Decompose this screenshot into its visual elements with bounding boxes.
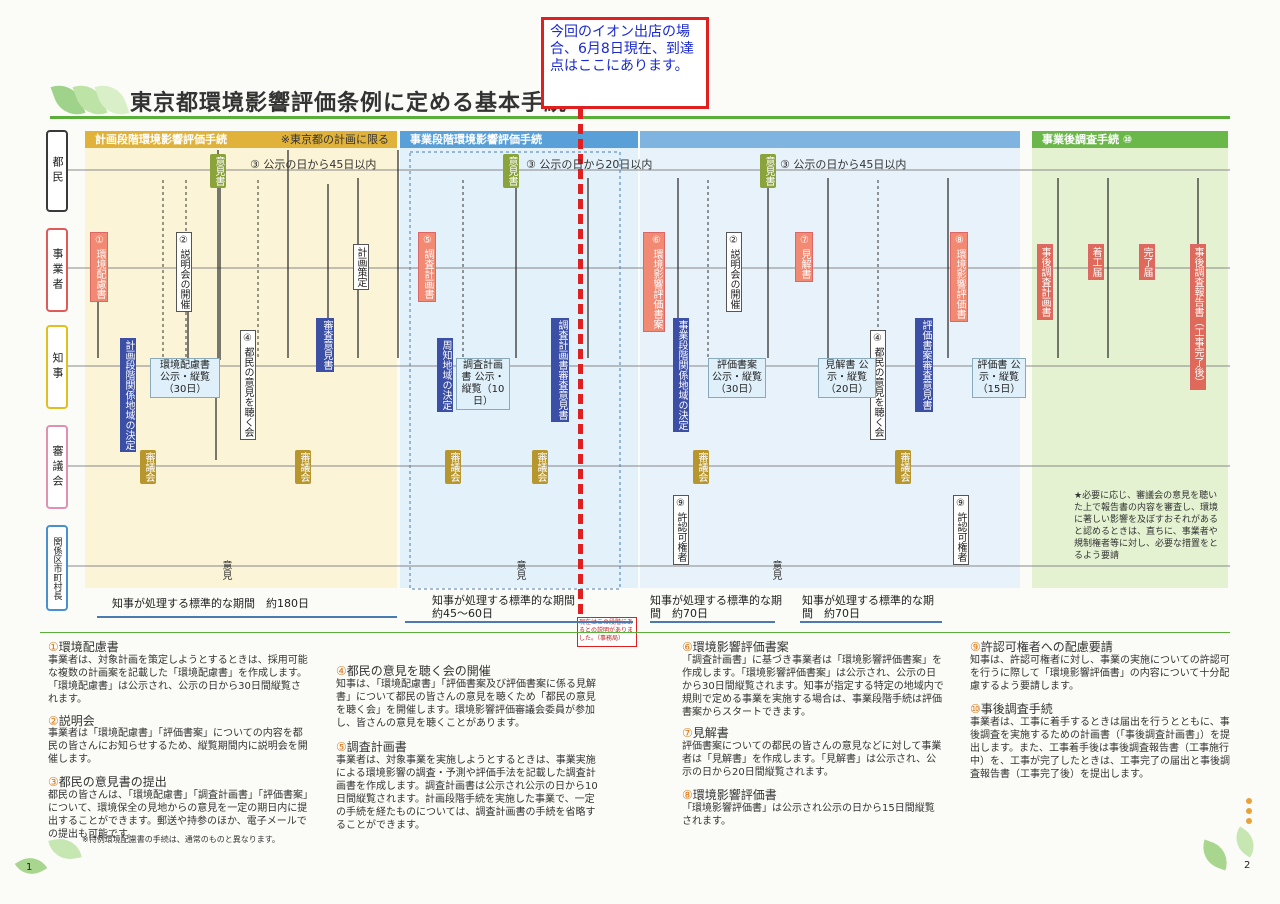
council-box-2: 審議会 xyxy=(295,450,311,484)
opinion-doc-1: 意見書 xyxy=(210,154,226,188)
section-7-title: ⑦見解書 xyxy=(682,726,729,740)
section-3-title: ③都民の意見書の提出 xyxy=(48,775,167,789)
page-number-right: 2 xyxy=(1244,860,1251,871)
footnote: ※特例環境配慮書の手続は、通常のものと異なります。 xyxy=(82,835,280,844)
phase-title-post: 事業後調査手続 xyxy=(1042,133,1119,146)
step-2b-box: ② 説明会の開催 xyxy=(726,232,742,313)
plan-decide-box: 計画策定 xyxy=(353,244,369,290)
note-assessment: 評価書 公示・縦覧（15日） xyxy=(972,358,1026,398)
blue-box-plan-area: 計画段階関係地域の決定 xyxy=(120,338,136,452)
title-leaves xyxy=(50,78,132,122)
section-10-body: 事業者は、工事に着手するときは届出を行うとともに、事後調査を実施するための計画書… xyxy=(970,717,1230,780)
page-title: 東京都環境影響評価条例に定める基本手続 xyxy=(130,91,568,116)
note-survey-plan: 調査計画書 公示・縦覧（10日） xyxy=(456,358,510,410)
public-period-3: ③ 公示の日から45日以内 xyxy=(780,158,907,171)
period-arrow-3 xyxy=(650,621,775,623)
section-6-body: 「調査計画書」に基づき事業者は「環境影響評価書案」を作成します。「環境影響評価書… xyxy=(682,655,944,718)
period-70-a: 知事が処理する標準的な期間 約70日 xyxy=(650,594,782,620)
phase-header-post: 事業後調査手続 ⑩ xyxy=(1032,131,1228,148)
blue-box-review-2: 調査計画書審査意見書 xyxy=(551,318,569,422)
section-2-body: 事業者は「環境配慮書」「評価書案」についての内容を都民の皆さんにお知らせするため… xyxy=(48,728,308,765)
leaf-right-2 xyxy=(1228,826,1262,858)
note-draft-assessment: 評価書案 公示・縦覧（30日） xyxy=(708,358,766,398)
leaf-right-1 xyxy=(1197,839,1233,871)
lane-label-council: 審議会 xyxy=(46,425,68,509)
section-3-body: 都民の皆さんは、「環境配慮書」「調査計画書」「評価書案」について、環境保全の見地… xyxy=(48,790,308,840)
blue-box-project-area: 事業段階関係地域の決定 xyxy=(673,318,689,432)
lane-lines xyxy=(68,150,1230,590)
council-box-5: 審議会 xyxy=(693,450,709,484)
period-arrow-1 xyxy=(97,616,397,618)
period-70-b: 知事が処理する標準的な期間 約70日 xyxy=(802,594,934,620)
step-2-box: ② 説明会の開催 xyxy=(176,232,192,313)
current-position-line xyxy=(578,109,583,629)
section-1-body: 事業者は、対象計画を策定しようとするときは、採用可能な複数の計画案を記載した「環… xyxy=(48,655,308,705)
section-8-body: 「環境影響評価書」は公示され公示の日から15日間縦覧されます。 xyxy=(682,803,935,827)
post-box-report: 事後調査報告書（工事完了後） xyxy=(1190,244,1206,390)
section-1-title: ①環境配慮書 xyxy=(48,640,119,654)
permit-holder-box: ⑨ 許認可権者 xyxy=(673,495,689,566)
step-8-box: ⑧ 環境影響評価書 xyxy=(950,232,968,323)
section-4-body: 知事は、「環境配慮書」「評価書案及び評価書案に係る見解書」について都民の皆さんの… xyxy=(336,679,596,729)
post-box-schedule: 事後調査計画書 xyxy=(1037,244,1053,320)
orange-dots xyxy=(1246,798,1252,824)
step-5-box: ⑤ 調査計画書 xyxy=(418,232,436,303)
blue-box-review-1: 審査意見書 xyxy=(316,318,334,372)
step-6-box: ⑥ 環境影響評価書案 xyxy=(643,232,665,333)
phase-title-project: 事業段階環境影響評価手続 xyxy=(410,133,542,146)
blue-box-review-3: 評価書案審査意見書 xyxy=(915,318,933,412)
text-divider xyxy=(40,632,1230,633)
lane-label-business: 事業者 xyxy=(46,228,68,312)
section-8-title: ⑧環境影響評価書 xyxy=(682,788,777,802)
council-box-1: 審議会 xyxy=(140,450,156,484)
blue-box-notice-area: 周知地域の決定 xyxy=(437,338,453,412)
period-arrow-2 xyxy=(405,621,633,623)
lane-label-governor: 知事 xyxy=(46,325,68,409)
section-7-body: 評価書案についての都民の皆さんの意見などに対して事業者は「見解書」を作成します。… xyxy=(682,741,942,778)
period-arrow-4 xyxy=(800,621,942,623)
opinion-doc-2: 意見書 xyxy=(503,154,519,188)
note-consideration-doc: 環境配慮書 公示・縦覧（30日） xyxy=(150,358,220,398)
phase-note-planning: ※東京都の計画に限る xyxy=(280,133,389,146)
council-box-6: 審議会 xyxy=(895,450,911,484)
step-9-box: ⑨ 許認可権者 xyxy=(953,495,969,566)
council-box-4: 審議会 xyxy=(532,450,548,484)
period-180: 知事が処理する標準的な期間 約180日 xyxy=(112,597,309,610)
note-opinion-doc: 見解書 公示・縦覧（20日） xyxy=(818,358,876,398)
section-10-title: ⑩事後調査手続 xyxy=(970,702,1053,716)
phase-header-planning: 計画段階環境影響評価手続 ※東京都の計画に限る xyxy=(85,131,397,148)
callout-box: 今回のイオン出店の場合、6月8日現在、到達点はここにあります。 xyxy=(541,17,709,109)
post-box-start: 着工届 xyxy=(1088,244,1104,280)
council-box-3: 審議会 xyxy=(445,450,461,484)
step-4-box: ④ 都民の意見を聴く会 xyxy=(240,330,256,441)
opinion-1: 意見 xyxy=(220,560,231,580)
public-period-2: ③ 公示の日から20日以内 xyxy=(526,158,653,171)
period-45-60: 知事が処理する標準的な期間 約45〜60日 xyxy=(432,594,586,620)
lane-label-municipal: 関係区市町村長 xyxy=(46,525,68,611)
public-period-1: ③ 公示の日から45日以内 xyxy=(250,158,377,171)
section-6-title: ⑥環境影響評価書案 xyxy=(682,640,789,654)
opinion-2: 意見 xyxy=(514,560,525,580)
phase-header-project-cont xyxy=(640,131,1020,148)
title-underline xyxy=(50,116,1230,119)
step-7-box: ⑦ 見解書 xyxy=(795,232,813,283)
opinion-doc-3: 意見書 xyxy=(760,154,776,188)
step-1-box: ① 環境配慮書 xyxy=(90,232,108,303)
lane-label-citizens: 都民 xyxy=(46,130,68,212)
section-9-title: ⑨許認可権者への配慮要請 xyxy=(970,640,1113,654)
section-9-body: 知事は、許認可権者に対し、事業の実施についての許認可を行うに際して「環境影響評価… xyxy=(970,655,1230,692)
phase-num-post: ⑩ xyxy=(1122,133,1133,146)
section-5-title: ⑤調査計画書 xyxy=(336,740,407,754)
page-number-left: 1 xyxy=(26,862,33,873)
section-5-body: 事業者は、対象事業を実施しようとするときは、事業実施による環境影響の調査・予測や… xyxy=(336,755,598,831)
phase-title-planning: 計画段階環境影響評価手続 xyxy=(95,133,227,146)
post-star-note: ★必要に応じ、審議会の意見を聴いた上で報告書の内容を審査し、環境に著しい影響を及… xyxy=(1074,491,1219,561)
section-2-title: ②説明会 xyxy=(48,714,95,728)
post-box-complete: 完了届 xyxy=(1139,244,1155,280)
opinion-3: 意見 xyxy=(770,560,781,580)
section-4-title: ④都民の意見を聴く会の開催 xyxy=(336,664,491,678)
